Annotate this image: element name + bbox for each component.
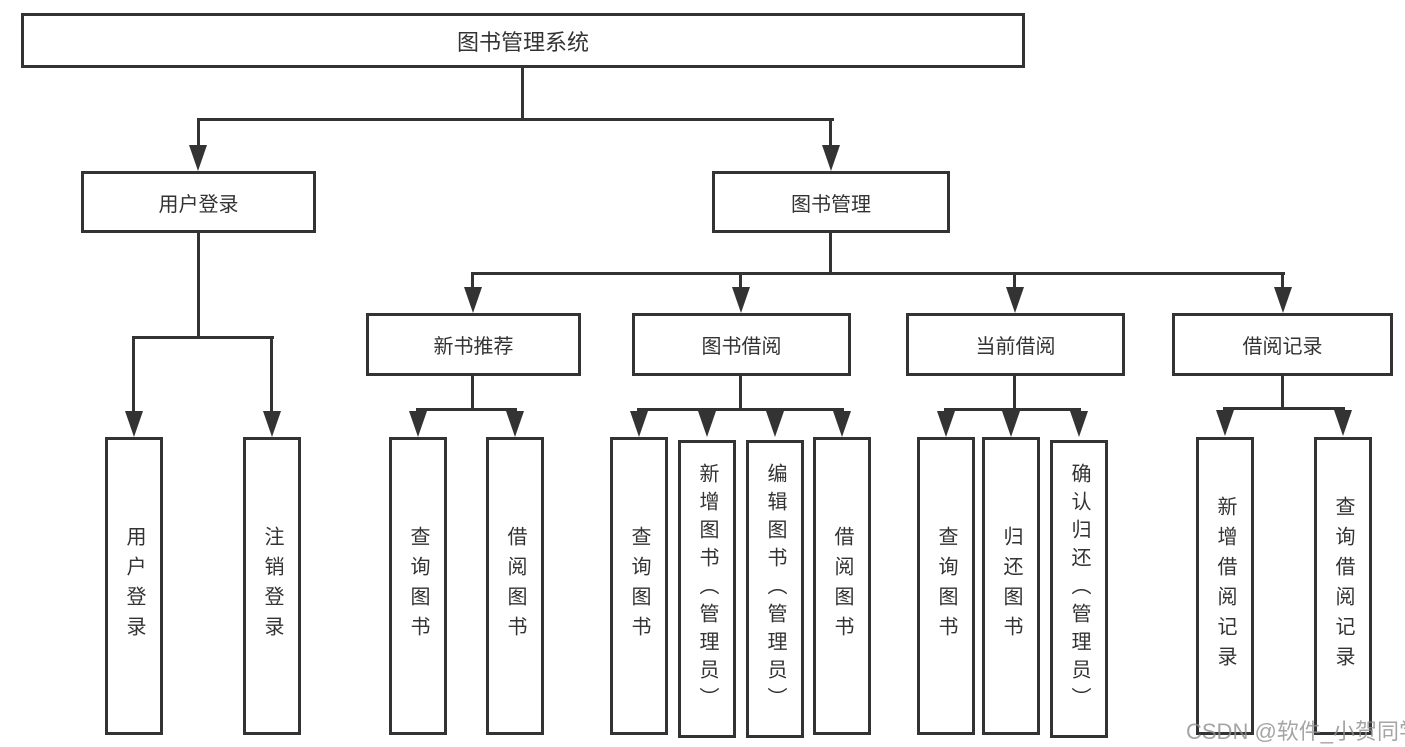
node-label: 新增借阅记录 (1214, 496, 1236, 676)
node-label: 图书管理 (791, 193, 871, 216)
arrowhead-down-icon (464, 287, 482, 313)
node-book-borrowing: 图书借阅 (632, 313, 851, 376)
leaf-logout: 注销登录 (243, 437, 301, 735)
leaf-cb-query-books: 查询图书 (917, 437, 975, 735)
csdn-watermark: CSDN @软件_小贺同学 (1186, 719, 1405, 744)
arrowhead-down-icon (822, 145, 840, 171)
node-label: 借阅图书 (831, 526, 853, 646)
node-label: 用户登录 (158, 193, 239, 216)
connector-line (1281, 376, 1284, 407)
node-label: 查询图书 (407, 526, 429, 646)
node-new-book-recommend: 新书推荐 (366, 313, 581, 376)
node-label: 用户登录 (123, 526, 145, 646)
node-label: 借阅记录 (1242, 336, 1323, 358)
arrowhead-down-icon (937, 411, 955, 437)
node-label: 当前借阅 (975, 336, 1056, 358)
node-label: 图书管理系统 (456, 29, 589, 55)
connector-line (197, 233, 200, 336)
connector-line (1281, 275, 1284, 287)
arrowhead-down-icon (766, 411, 784, 437)
connector-line (637, 408, 844, 411)
connector-line (1013, 275, 1016, 287)
node-label: 查询图书 (935, 526, 957, 646)
node-label: 编辑图书（管理员） (764, 463, 786, 715)
arrowhead-down-icon (833, 411, 851, 437)
node-current-borrowing: 当前借阅 (906, 313, 1125, 376)
connector-line (132, 336, 274, 339)
arrowhead-down-icon (1002, 411, 1020, 437)
arrowhead-down-icon (1274, 287, 1292, 313)
leaf-cb-confirm-return-admin: 确认归还（管理员） (1050, 440, 1108, 738)
connector-line (739, 376, 742, 408)
connector-line (521, 68, 524, 118)
arrowhead-down-icon (506, 411, 524, 437)
arrowhead-down-icon (698, 411, 716, 437)
connector-line (197, 121, 200, 145)
node-label: 归还图书 (1000, 526, 1022, 646)
connector-line (944, 408, 1081, 411)
arrowhead-down-icon (409, 411, 427, 437)
connector-line (132, 339, 135, 411)
node-label: 查询借阅记录 (1332, 496, 1354, 676)
arrowhead-down-icon (732, 287, 750, 313)
arrowhead-down-icon (1216, 410, 1234, 436)
connector-line (197, 118, 834, 121)
leaf-rec-query-books: 查询图书 (389, 437, 447, 735)
node-label: 查询图书 (628, 526, 650, 646)
arrowhead-down-icon (1006, 287, 1024, 313)
connector-line (739, 275, 742, 287)
arrowhead-down-icon (189, 145, 207, 171)
arrowhead-down-icon (1334, 410, 1352, 436)
leaf-br-add-record: 新增借阅记录 (1196, 437, 1254, 735)
node-label: 注销登录 (261, 526, 283, 646)
connector-line (471, 272, 1285, 275)
arrowhead-down-icon (263, 411, 281, 437)
connector-line (1223, 407, 1345, 410)
leaf-bb-add-books-admin: 新增图书（管理员） (678, 440, 736, 738)
connector-line (829, 233, 832, 272)
leaf-user-login: 用户登录 (105, 437, 163, 735)
node-label: 新增图书（管理员） (696, 463, 718, 715)
connector-line (416, 408, 517, 411)
connector-line (829, 121, 832, 145)
leaf-bb-edit-books-admin: 编辑图书（管理员） (746, 440, 804, 738)
connector-line (1013, 376, 1016, 408)
leaf-br-query-record: 查询借阅记录 (1314, 437, 1372, 735)
node-borrowing-records: 借阅记录 (1172, 313, 1393, 376)
connector-line (471, 275, 474, 287)
leaf-rec-borrow-books: 借阅图书 (486, 437, 544, 735)
node-library-management-system: 图书管理系统 (21, 13, 1025, 68)
connector-line (270, 339, 273, 411)
node-label: 确认归还（管理员） (1068, 463, 1090, 715)
node-label: 图书借阅 (701, 336, 782, 358)
arrowhead-down-icon (1070, 411, 1088, 437)
arrowhead-down-icon (125, 411, 143, 437)
node-user-login-group: 用户登录 (81, 171, 316, 233)
node-book-management: 图书管理 (712, 171, 950, 233)
node-label: 新书推荐 (433, 336, 514, 358)
connector-line (471, 376, 474, 408)
leaf-bb-borrow-books: 借阅图书 (813, 437, 871, 735)
node-label: 借阅图书 (504, 526, 526, 646)
leaf-cb-return-books: 归还图书 (982, 437, 1040, 735)
leaf-bb-query-books: 查询图书 (610, 437, 668, 735)
arrowhead-down-icon (630, 411, 648, 437)
